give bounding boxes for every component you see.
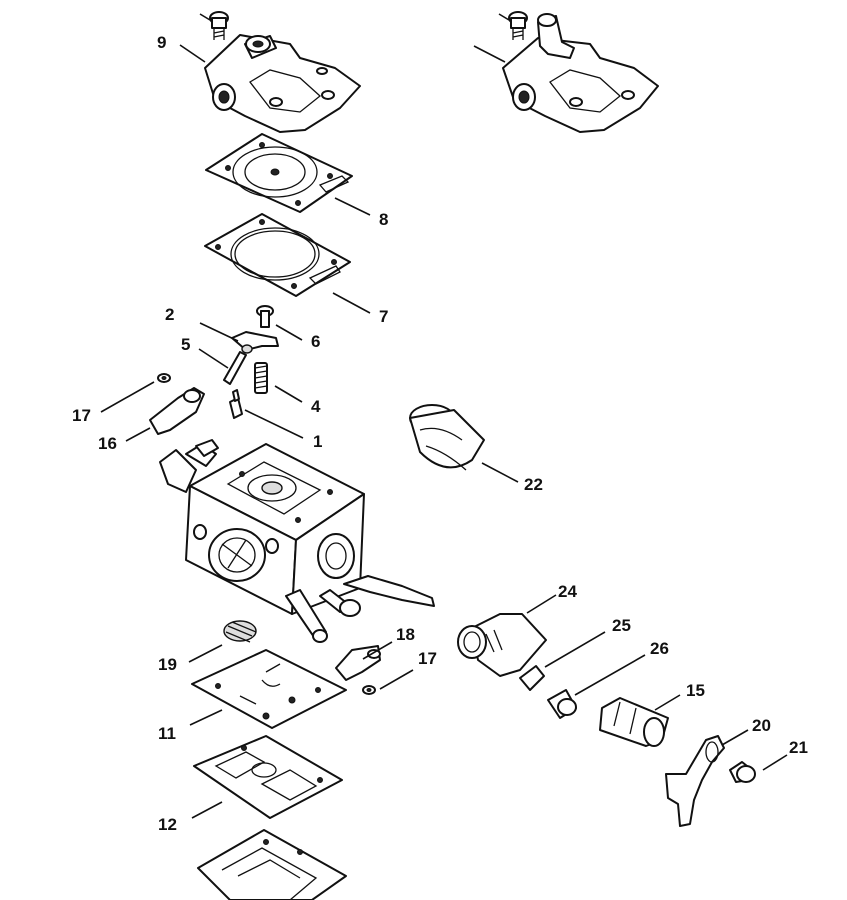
part-9-pump-cover [204,11,361,133]
callout-25: 25 [612,616,631,635]
part-17-circlip-upper [157,373,171,383]
callout-9: 9 [157,33,166,52]
callout-8: 8 [379,210,388,229]
part-6-screw [256,305,274,328]
part-15-sleeve [599,697,669,747]
callout-labels: 9 8 7 2 6 5 4 17 1 16 22 24 25 18 26 19 … [72,33,808,834]
callout-17-lower: 17 [418,649,437,668]
metering-cover [197,829,347,900]
part-18-lever [335,645,381,681]
callout-4: 4 [311,397,321,416]
part-22-fuel-cap [409,404,485,471]
variant-screw [508,11,528,40]
callout-6: 6 [311,332,320,351]
part-9-screw [209,11,229,40]
part-17-circlip-lower [362,685,376,695]
callout-26: 26 [650,639,669,658]
part-25-clip [519,665,545,691]
callout-12: 12 [158,815,177,834]
part-20-arm [665,735,725,827]
callout-21: 21 [789,738,808,757]
part-16-throttle-lever [149,387,205,435]
callout-2: 2 [165,305,174,324]
callout-17-upper: 17 [72,406,91,425]
part-26-screw [547,689,577,719]
callout-24: 24 [558,582,577,601]
pump-cover-variant [502,11,659,133]
callout-19: 19 [158,655,177,674]
callout-5: 5 [181,335,190,354]
callout-15: 15 [686,681,705,700]
callout-20: 20 [752,716,771,735]
part-1-inlet-needle [229,389,243,419]
part-21-screw [729,761,756,783]
part-5-lever-pin [223,351,247,385]
carburetor-body [159,439,435,643]
callout-22: 22 [524,475,543,494]
callout-7: 7 [379,307,388,326]
callout-18: 18 [396,625,415,644]
part-4-spring [254,362,268,394]
callout-1: 1 [313,432,322,451]
part-11-gasket [191,649,347,729]
part-12-metering-diaphragm [193,735,343,819]
part-8-pump-diaphragm [205,133,353,213]
part-2-inlet-lever [231,331,279,354]
callout-11: 11 [158,724,176,743]
variant-leader-line [473,45,506,63]
part-24-elbow-fitting [457,613,547,677]
part-19-filter-screen [223,620,257,643]
leader-lines [100,13,788,819]
callout-16: 16 [98,434,117,453]
part-7-pump-gasket [204,213,351,297]
